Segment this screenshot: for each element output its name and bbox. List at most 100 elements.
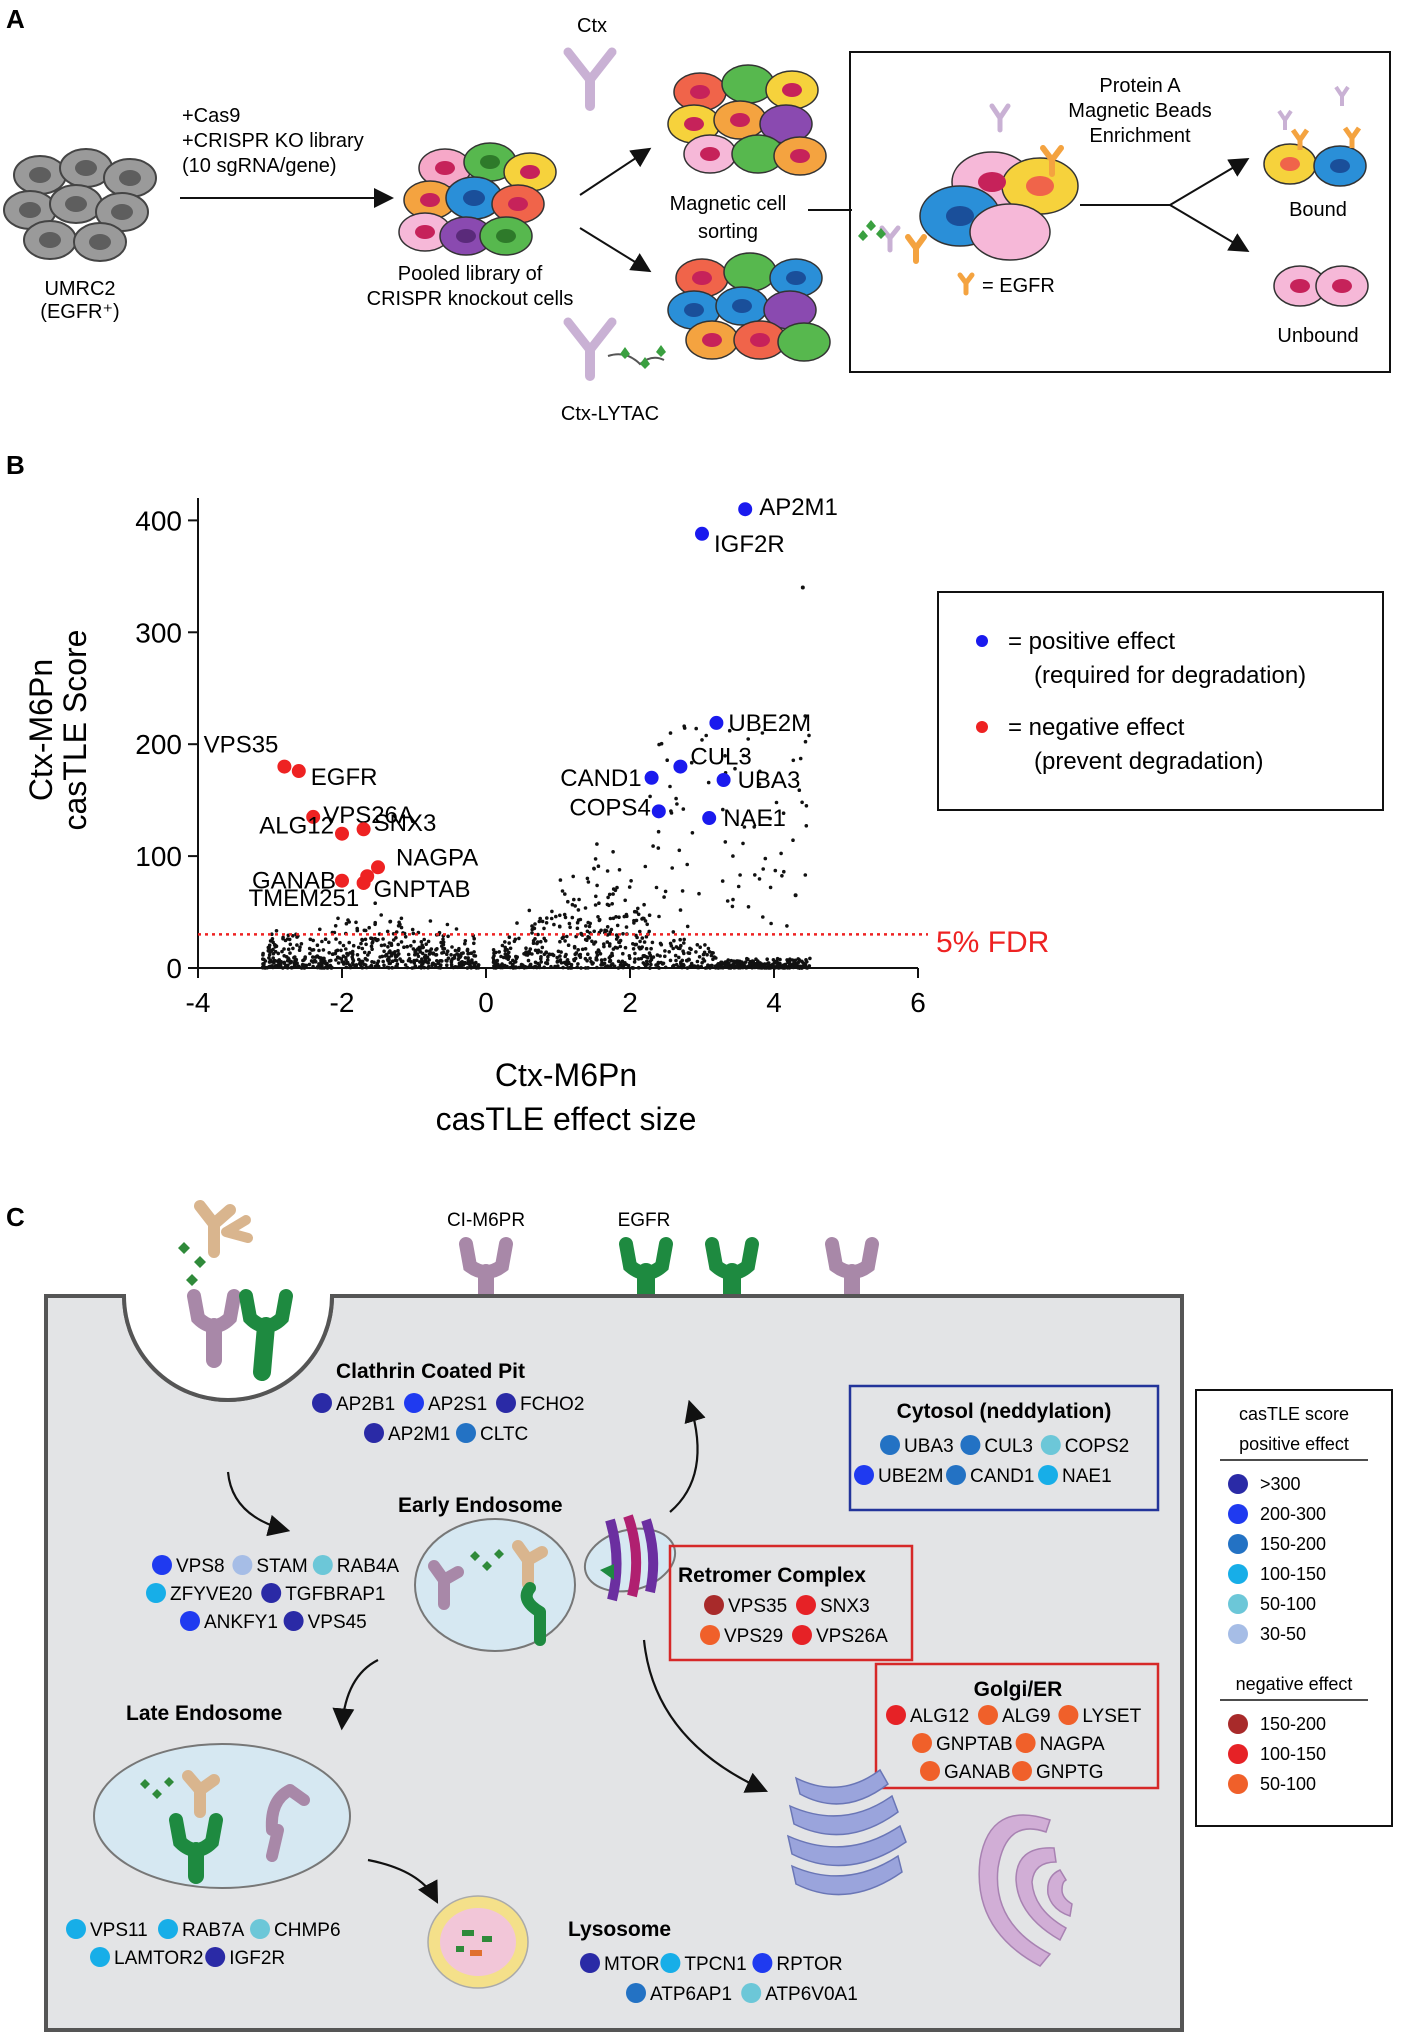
gene-point: [703, 943, 707, 947]
hit-gene-cand1: [644, 770, 659, 785]
hit-label-tmem251: TMEM251: [248, 885, 359, 912]
gene-point: [327, 951, 332, 955]
gene-point: [751, 962, 755, 966]
gene-point: [748, 962, 752, 967]
gene-point: [420, 945, 425, 950]
gene-point: [346, 953, 350, 957]
gene-point: [564, 952, 568, 957]
gene-point: [616, 966, 621, 970]
gene-point: [629, 879, 633, 883]
er-organelle-icon: [978, 1814, 1073, 1967]
hit-gene-nae1: [702, 811, 717, 826]
gene-label-vps35: VPS35: [728, 1596, 787, 1617]
gene-point: [697, 891, 701, 896]
gene-point: [463, 956, 468, 960]
gene-point: [472, 954, 476, 958]
gene-point: [688, 964, 692, 969]
gene-point: [615, 935, 620, 939]
lytac-glycan-icon: [858, 220, 886, 241]
gene-label-vps11: VPS11: [90, 1920, 148, 1941]
hit-label-nae1: NAE1: [723, 805, 786, 832]
gene-point: [545, 961, 550, 966]
hit-gene-nagpa: [371, 860, 385, 875]
gene-dot: [978, 1705, 998, 1725]
gene-point: [463, 939, 468, 943]
gene-dot: [1040, 1435, 1061, 1455]
gene-point: [768, 885, 773, 890]
legend-range-label: 150-200: [1260, 1714, 1326, 1734]
gene-point: [503, 963, 507, 968]
gene-point: [641, 954, 646, 958]
hit-gene-ap2m1: [738, 502, 753, 517]
treatment-line-1: +Cas9: [182, 105, 240, 127]
legend-swatch: [1228, 1504, 1248, 1524]
gene-point: [390, 959, 395, 963]
legend-range-label: 100-150: [1260, 1564, 1326, 1584]
gene-point: [373, 901, 378, 905]
gene-point: [293, 955, 297, 959]
gene-point: [594, 894, 598, 899]
gene-point: [759, 965, 764, 969]
gene-point: [797, 966, 802, 970]
gene-point: [726, 958, 730, 962]
gene-point: [315, 943, 320, 947]
gene-point: [618, 944, 623, 949]
gene-point: [677, 955, 681, 960]
fdr-label: 5% FDR: [936, 926, 1049, 959]
legend-range-label: 50-100: [1260, 1774, 1316, 1794]
gene-point: [271, 947, 275, 952]
gene-point: [283, 964, 288, 968]
gene-point: [505, 948, 510, 952]
gene-point: [311, 938, 316, 943]
gene-point: [351, 952, 355, 957]
gene-point: [592, 929, 596, 934]
gene-point: [707, 950, 712, 954]
gene-point: [701, 952, 706, 957]
gene-point: [645, 922, 649, 927]
gene-point: [568, 925, 572, 930]
gene-point: [577, 897, 581, 902]
gene-point: [339, 957, 344, 961]
gene-point: [267, 953, 272, 957]
enrichment-title-1: Protein A: [1099, 75, 1181, 97]
gene-point: [446, 956, 451, 960]
gene-point: [390, 951, 395, 955]
gene-point: [525, 953, 530, 957]
gene-point: [787, 966, 792, 970]
hit-gene-igf2r: [695, 526, 709, 541]
legend-swatch: [1228, 1534, 1248, 1554]
gene-point: [746, 905, 751, 909]
gene-point: [727, 728, 732, 733]
gene-point: [399, 940, 404, 944]
gene-point: [545, 958, 550, 962]
gene-point: [667, 950, 671, 954]
legend-negative-line-1: = negative effect: [1008, 714, 1185, 741]
gene-point: [457, 961, 462, 966]
gene-point: [757, 877, 762, 881]
gene-point: [723, 754, 727, 758]
gene-point: [399, 916, 404, 921]
cell-line-note: (EGFR⁺): [40, 301, 119, 323]
gene-point: [440, 951, 444, 955]
gene-point: [636, 965, 641, 970]
gene-point: [671, 946, 675, 951]
gene-point: [466, 956, 471, 960]
gene-point: [678, 908, 683, 912]
legend-negative-marker: [976, 721, 988, 733]
gene-point: [373, 964, 378, 969]
hit-gene-ganab: [335, 873, 349, 888]
gene-point: [774, 800, 779, 805]
gene-point: [420, 957, 424, 961]
gene-point: [390, 965, 395, 970]
gene-label-zfyve20: ZFYVE20: [170, 1584, 252, 1605]
gene-point: [603, 965, 608, 969]
gene-point: [560, 889, 565, 893]
gene-point: [746, 957, 750, 962]
gene-point: [267, 965, 272, 969]
gene-point: [387, 958, 391, 962]
gene-point: [808, 956, 812, 961]
gene-point: [379, 913, 384, 917]
gene-point: [720, 965, 724, 969]
y-tick-label: 100: [135, 841, 182, 872]
